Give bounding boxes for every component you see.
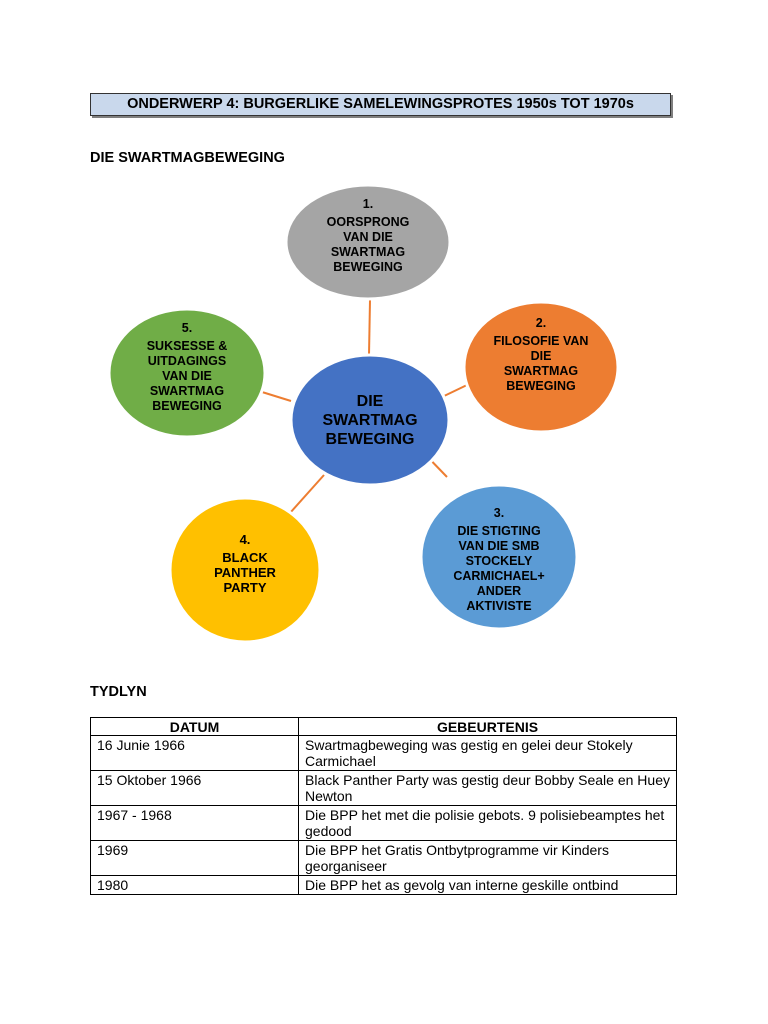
connector-line-5	[261, 391, 292, 402]
topic-text-line: DIE STIGTING	[457, 524, 541, 538]
connector-line-2	[441, 384, 468, 398]
topic-number: 1.	[362, 197, 374, 211]
section-heading: DIE SWARTMAGBEWEGING	[90, 150, 285, 166]
topic-text-line: FILOSOFIE VAN	[493, 334, 589, 348]
column-header-event: GEBEURTENIS	[298, 717, 677, 736]
topic-number: 3.	[493, 506, 505, 520]
document-title: ONDERWERP 4: BURGERLIKE SAMELEWINGSPROTE…	[90, 93, 671, 116]
event-cell: Black Panther Party was gestig deur Bobb…	[298, 770, 677, 806]
topic-text-line: BLACK	[222, 550, 268, 565]
date-cell: 16 Junie 1966	[90, 735, 299, 771]
center-bubble	[289, 353, 451, 487]
topic-text-line: VAN DIE	[162, 369, 212, 383]
topic-bubble-3	[419, 483, 579, 631]
date-cell: 1967 - 1968	[90, 805, 299, 841]
topic-text-line: SWARTMAG	[503, 364, 579, 378]
topic-number: 2.	[535, 316, 547, 330]
table-row: 1969 Die BPP het Gratis Ontbytprogramme …	[90, 840, 677, 876]
topic-bubble-1	[284, 183, 452, 301]
topic-text-line: ANDER	[476, 584, 522, 598]
topic-bubble-4	[168, 496, 322, 644]
topic-text-line: VAN DIE	[343, 230, 393, 244]
column-header-date: DATUM	[90, 717, 299, 736]
event-cell: Die BPP het as gevolg van interne geskil…	[298, 875, 677, 895]
topic-number: 5.	[181, 321, 193, 335]
timeline-heading: TYDLYN	[90, 684, 147, 700]
table-row: 16 Junie 1966 Swartmagbeweging was gesti…	[90, 735, 677, 771]
table-header-row: DATUM GEBEURTENIS	[90, 717, 677, 736]
topic-text-line: AKTIVISTE	[466, 599, 532, 613]
topic-text-line: OORSPRONG	[326, 215, 410, 229]
topic-bubble-2	[462, 300, 620, 434]
topic-text-line: UITDAGINGS	[147, 354, 227, 368]
topic-text-line: PARTY	[223, 580, 267, 595]
topic-text-line: BEWEGING	[506, 379, 576, 393]
table-row: 15 Oktober 1966 Black Panther Party was …	[90, 770, 677, 806]
connector-line-1	[368, 299, 371, 356]
event-cell: Die BPP het Gratis Ontbytprogramme vir K…	[298, 840, 677, 876]
topic-text-line: VAN DIE SMB	[458, 539, 540, 553]
topic-number: 4.	[239, 532, 251, 547]
topic-text-line: DIE	[530, 349, 552, 363]
center-label-line: SWARTMAG	[322, 412, 418, 429]
date-cell: 1980	[90, 875, 299, 895]
timeline-table: DATUM GEBEURTENIS 16 Junie 1966 Swartmag…	[90, 717, 677, 895]
center-label-line: DIE	[356, 393, 384, 410]
table-row: 1980 Die BPP het as gevolg van interne g…	[90, 875, 677, 895]
topic-text-line: BEWEGING	[152, 399, 222, 413]
connector-line-4	[289, 474, 325, 514]
center-label: DIE SWARTMAG BEWEGING	[295, 392, 445, 449]
topic-text-line: SWARTMAG	[330, 245, 406, 259]
topic-text-line: SWARTMAG	[149, 384, 225, 398]
date-cell: 15 Oktober 1966	[90, 770, 299, 806]
topic-text-line: PANTHER	[214, 565, 276, 580]
topic-text-line: BEWEGING	[333, 260, 403, 274]
table-row: 1967 - 1968 Die BPP het met die polisie …	[90, 805, 677, 841]
topic-text-line: SUKSESSE &	[146, 339, 228, 353]
event-cell: Die BPP het met die polisie gebots. 9 po…	[298, 805, 677, 841]
mind-map-shapes	[107, 183, 620, 644]
center-label-line: BEWEGING	[325, 431, 415, 448]
event-cell: Swartmagbeweging was gestig en gelei deu…	[298, 735, 677, 771]
topic-bubble-5	[107, 307, 267, 439]
topic-text-line: CARMICHAEL+	[453, 569, 545, 583]
date-cell: 1969	[90, 840, 299, 876]
topic-text-line: STOCKELY	[465, 554, 533, 568]
